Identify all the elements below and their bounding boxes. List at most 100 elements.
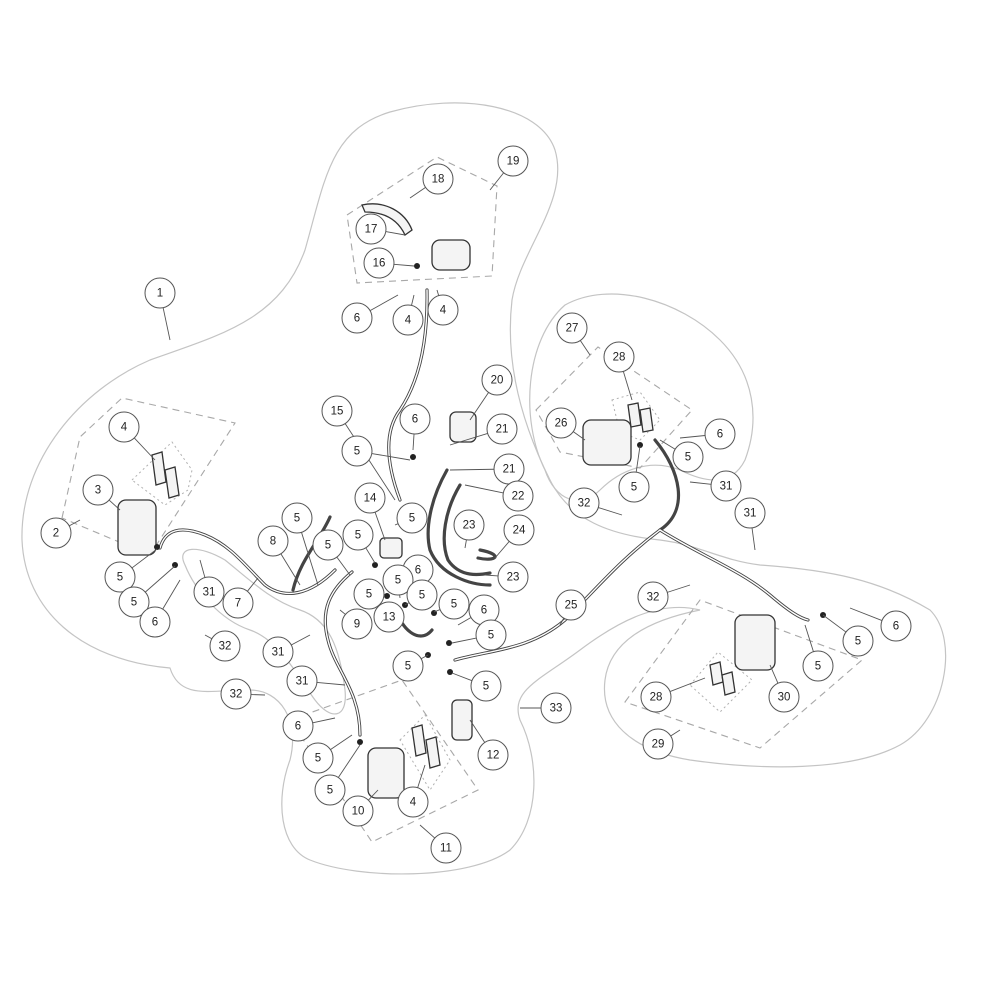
callout-part-23[interactable]: 23 (497, 561, 529, 593)
callout-part-26[interactable]: 26 (545, 407, 577, 439)
callout-part-4[interactable]: 4 (397, 786, 429, 818)
callout-circle (427, 294, 459, 326)
callout-part-6[interactable]: 6 (468, 594, 500, 626)
callout-part-16[interactable]: 16 (363, 247, 395, 279)
callout-part-5[interactable]: 5 (672, 441, 704, 473)
callout-part-24[interactable]: 24 (503, 514, 535, 546)
callout-circle (734, 497, 766, 529)
callout-part-5[interactable]: 5 (396, 502, 428, 534)
callout-part-11[interactable]: 11 (430, 832, 462, 864)
callout-part-31[interactable]: 31 (710, 470, 742, 502)
caliper-3 (117, 499, 157, 556)
callout-part-5[interactable]: 5 (438, 588, 470, 620)
leader-line-31 (751, 527, 756, 551)
callout-part-5[interactable]: 5 (281, 502, 313, 534)
callout-part-5[interactable]: 5 (406, 579, 438, 611)
callout-part-19[interactable]: 19 (497, 145, 529, 177)
callout-part-29[interactable]: 29 (642, 728, 674, 760)
callout-part-32[interactable]: 32 (568, 487, 600, 519)
callout-part-5[interactable]: 5 (104, 561, 136, 593)
callout-part-5[interactable]: 5 (392, 650, 424, 682)
callout-part-20[interactable]: 20 (481, 364, 513, 396)
callout-part-8[interactable]: 8 (257, 525, 289, 557)
callout-part-17[interactable]: 17 (355, 213, 387, 245)
callout-circle (880, 610, 912, 642)
hose-right-upper (653, 438, 681, 532)
pad-set-28-lower-group (689, 651, 753, 713)
callout-part-32[interactable]: 32 (209, 630, 241, 662)
callout-part-5[interactable]: 5 (118, 586, 150, 618)
leader-line-23 (464, 539, 467, 549)
brake-pad-4-left-a (151, 451, 167, 486)
callout-part-31[interactable]: 31 (734, 497, 766, 529)
callout-part-5[interactable]: 5 (842, 625, 874, 657)
callout-circle (392, 650, 424, 682)
callout-part-23[interactable]: 23 (453, 509, 485, 541)
callout-part-21[interactable]: 21 (486, 413, 518, 445)
callout-part-30[interactable]: 30 (768, 681, 800, 713)
callout-number: 5 (488, 630, 494, 642)
callout-circle (710, 470, 742, 502)
callout-part-5[interactable]: 5 (618, 471, 650, 503)
callout-part-31[interactable]: 31 (193, 576, 225, 608)
callout-part-6[interactable]: 6 (399, 403, 431, 435)
callout-part-4[interactable]: 4 (392, 304, 424, 336)
callout-part-15[interactable]: 15 (321, 395, 353, 427)
subassembly-27-group (535, 346, 693, 469)
callout-part-6[interactable]: 6 (341, 302, 373, 334)
callout-part-5[interactable]: 5 (382, 564, 414, 596)
callout-part-31[interactable]: 31 (286, 665, 318, 697)
callout-part-5[interactable]: 5 (341, 435, 373, 467)
callout-number: 23 (463, 520, 476, 532)
callout-part-32[interactable]: 32 (637, 581, 669, 613)
callout-part-9[interactable]: 9 (341, 608, 373, 640)
callout-part-14[interactable]: 14 (354, 482, 386, 514)
leader-line-12 (469, 719, 486, 743)
callout-part-5[interactable]: 5 (314, 774, 346, 806)
leader-line-6 (679, 435, 706, 439)
callout-part-5[interactable]: 5 (475, 619, 507, 651)
callout-part-28[interactable]: 28 (603, 341, 635, 373)
leader-line-4 (417, 764, 426, 788)
callout-part-5[interactable]: 5 (302, 742, 334, 774)
callout-part-4[interactable]: 4 (108, 411, 140, 443)
callout-part-6[interactable]: 6 (704, 418, 736, 450)
callout-part-18[interactable]: 18 (422, 163, 454, 195)
callout-part-6[interactable]: 6 (282, 710, 314, 742)
callout-part-32[interactable]: 32 (220, 678, 252, 710)
callout-part-28[interactable]: 28 (640, 681, 672, 713)
callout-part-5[interactable]: 5 (312, 529, 344, 561)
callout-part-12[interactable]: 12 (477, 739, 509, 771)
leader-line-5 (394, 523, 399, 526)
callout-number: 31 (296, 676, 309, 688)
callout-circle (314, 774, 346, 806)
callout-part-5[interactable]: 5 (802, 650, 834, 682)
callout-part-5[interactable]: 5 (470, 670, 502, 702)
callout-part-2[interactable]: 2 (40, 517, 72, 549)
callout-part-4[interactable]: 4 (427, 294, 459, 326)
callout-part-10[interactable]: 10 (342, 795, 374, 827)
callout-part-3[interactable]: 3 (82, 474, 114, 506)
callout-part-27[interactable]: 27 (556, 312, 588, 344)
callout-part-5[interactable]: 5 (353, 578, 385, 610)
leader-line-31 (316, 681, 346, 686)
callout-part-21[interactable]: 21 (493, 453, 525, 485)
leader-line-6 (312, 717, 336, 724)
callout-number: 31 (744, 508, 757, 520)
callout-number: 28 (650, 692, 663, 704)
callout-part-5[interactable]: 5 (342, 519, 374, 551)
callout-part-31[interactable]: 31 (262, 636, 294, 668)
leader-line-10 (368, 789, 379, 801)
callout-part-7[interactable]: 7 (222, 587, 254, 619)
callout-part-1[interactable]: 1 (144, 277, 176, 309)
callout-part-22[interactable]: 22 (502, 480, 534, 512)
callout-part-13[interactable]: 13 (373, 601, 405, 633)
callout-part-25[interactable]: 25 (555, 589, 587, 621)
callout-part-33[interactable]: 33 (540, 692, 572, 724)
callout-part-6[interactable]: 6 (139, 606, 171, 638)
callout-part-6[interactable]: 6 (880, 610, 912, 642)
callout-number: 32 (219, 641, 232, 653)
leader-line-4 (436, 289, 440, 296)
hose-24 (476, 548, 497, 561)
